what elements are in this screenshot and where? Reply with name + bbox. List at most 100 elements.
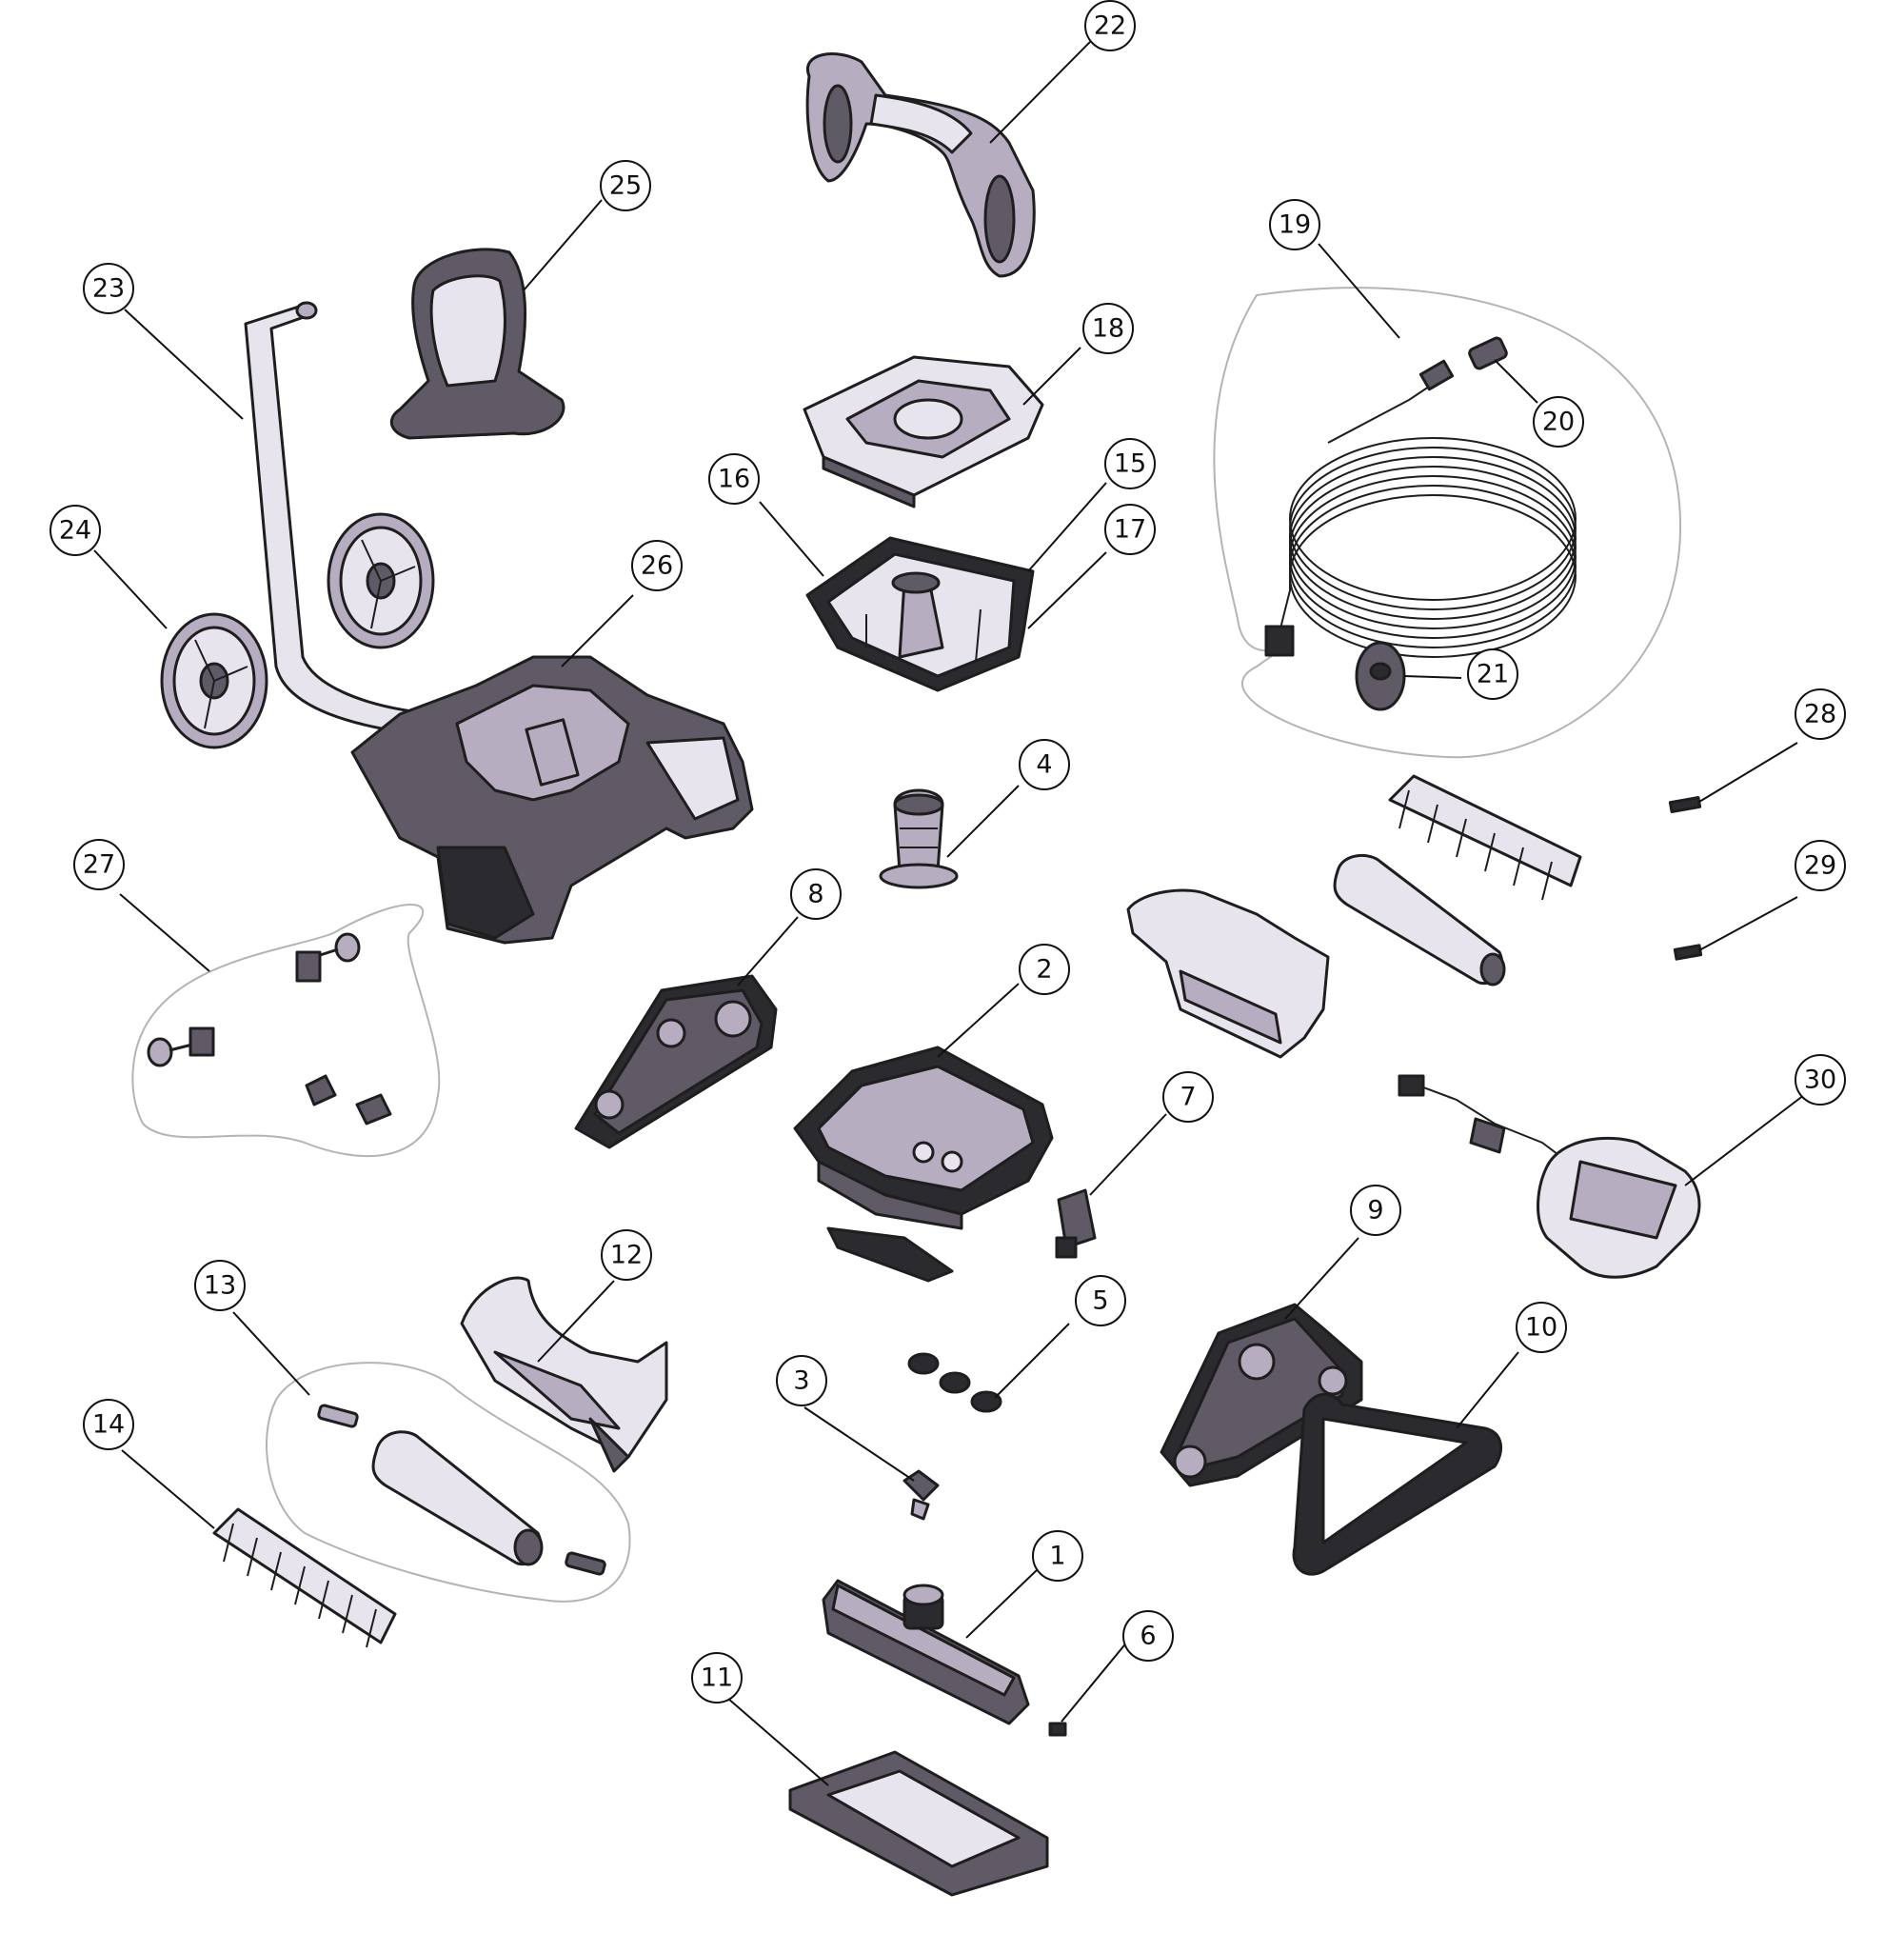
- group-outline-13: [266, 1362, 631, 1603]
- leader-26: [561, 594, 634, 668]
- leader-14: [121, 1449, 215, 1529]
- callout-3: 3: [776, 1355, 827, 1406]
- callout-2: 2: [1019, 944, 1070, 995]
- svg-text:10: 10: [1525, 1313, 1557, 1343]
- callout-20: 20: [1533, 396, 1584, 448]
- group-outline-27: [131, 904, 441, 1158]
- svg-text:21: 21: [1477, 660, 1509, 689]
- svg-text:26: 26: [641, 551, 673, 581]
- svg-text:12: 12: [610, 1241, 643, 1270]
- leader-28: [1698, 742, 1798, 803]
- leader-15: [1027, 482, 1107, 572]
- callout-30: 30: [1795, 1054, 1846, 1106]
- leader-27: [119, 893, 210, 972]
- part-rear-brush: [1388, 774, 1582, 901]
- callout-10: 10: [1516, 1302, 1567, 1353]
- callout-14: 14: [83, 1399, 134, 1450]
- part-13-roller-assembly: [317, 1404, 606, 1576]
- svg-text:14: 14: [92, 1410, 125, 1440]
- svg-text:30: 30: [1804, 1066, 1836, 1095]
- part-6-screw: [1048, 1722, 1067, 1737]
- callout-4: 4: [1019, 739, 1070, 790]
- part-26-caddy-base: [350, 655, 754, 945]
- svg-text:20: 20: [1542, 408, 1575, 437]
- leader-12: [537, 1280, 615, 1363]
- part-7-switch: [1055, 1188, 1097, 1259]
- leader-22: [989, 41, 1091, 144]
- leader-11: [720, 1691, 829, 1786]
- callout-27: 27: [73, 839, 125, 890]
- leader-20: [1494, 359, 1538, 404]
- callout-6: 6: [1122, 1610, 1174, 1662]
- leader-29: [1698, 896, 1798, 951]
- svg-text:18: 18: [1092, 314, 1124, 344]
- leader-19: [1318, 243, 1400, 339]
- callout-16: 16: [708, 453, 760, 505]
- part-5-seal-disks: [907, 1352, 1002, 1413]
- svg-text:23: 23: [92, 274, 125, 304]
- leader-13: [232, 1311, 310, 1396]
- svg-text:13: 13: [204, 1271, 236, 1301]
- svg-text:25: 25: [609, 171, 642, 201]
- part-20-swivel: [1468, 336, 1508, 370]
- svg-text:4: 4: [1036, 750, 1052, 780]
- leader-10: [1456, 1351, 1519, 1429]
- leader-4: [946, 785, 1020, 858]
- leader-9: [1284, 1237, 1359, 1320]
- leader-1: [965, 1568, 1039, 1639]
- leader-17: [1027, 551, 1107, 629]
- part-15-16-17-filter-basket: [805, 536, 1035, 692]
- callout-28: 28: [1795, 688, 1846, 740]
- svg-text:24: 24: [59, 516, 91, 546]
- callout-12: 12: [601, 1229, 652, 1281]
- part-29-screw: [1673, 944, 1703, 961]
- leader-8: [737, 916, 799, 986]
- svg-text:16: 16: [718, 465, 750, 494]
- callout-29: 29: [1795, 840, 1846, 891]
- leader-6: [1061, 1640, 1129, 1723]
- leader-7: [1089, 1113, 1167, 1196]
- svg-text:3: 3: [793, 1366, 809, 1396]
- svg-text:7: 7: [1180, 1083, 1196, 1112]
- part-9-side-drive-plate: [1160, 1303, 1363, 1487]
- part-30-power-supply: [1398, 1074, 1701, 1279]
- svg-text:19: 19: [1279, 210, 1311, 240]
- svg-text:6: 6: [1140, 1622, 1156, 1651]
- leader-30: [1684, 1094, 1805, 1186]
- callout-13: 13: [194, 1260, 246, 1311]
- callout-23: 23: [83, 263, 134, 314]
- part-18-filter-lid: [803, 355, 1044, 508]
- callout-17: 17: [1104, 504, 1156, 555]
- callout-9: 9: [1350, 1185, 1401, 1236]
- callout-8: 8: [790, 868, 842, 920]
- callout-5: 5: [1075, 1275, 1126, 1326]
- svg-text:2: 2: [1036, 955, 1052, 985]
- leader-23: [124, 309, 244, 420]
- leader-5: [994, 1323, 1070, 1399]
- svg-text:15: 15: [1114, 449, 1146, 479]
- leader-18: [1022, 347, 1081, 406]
- leader-3: [803, 1406, 915, 1482]
- part-3-impeller: [902, 1469, 940, 1521]
- svg-text:11: 11: [701, 1664, 733, 1693]
- callout-7: 7: [1162, 1071, 1214, 1123]
- leader-16: [759, 501, 824, 577]
- part-19-floating-cable: [1264, 359, 1577, 658]
- part-11-bottom-frame: [788, 1750, 1049, 1897]
- svg-text:29: 29: [1804, 851, 1836, 881]
- group-outline-19: [1213, 287, 1682, 759]
- svg-text:27: 27: [83, 850, 115, 880]
- callout-24: 24: [50, 505, 101, 556]
- svg-text:17: 17: [1114, 515, 1146, 545]
- part-1-motor-block: [822, 1579, 1030, 1725]
- part-14-brush: [212, 1507, 397, 1648]
- leader-25: [523, 199, 603, 291]
- callout-22: 22: [1084, 0, 1136, 51]
- part-24-caddy-wheel-2: [327, 512, 435, 649]
- callout-26: 26: [631, 540, 683, 591]
- callout-11: 11: [691, 1652, 743, 1704]
- callout-19: 19: [1269, 199, 1320, 250]
- part-2-main-body: [793, 1046, 1054, 1283]
- svg-text:9: 9: [1367, 1196, 1383, 1226]
